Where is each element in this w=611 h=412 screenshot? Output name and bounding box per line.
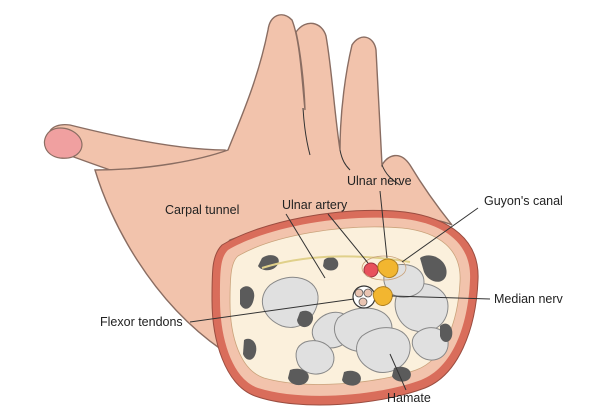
dark-bone [420,255,447,282]
leader-flexor-tendons [189,298,355,323]
finger-crease-1 [302,107,311,156]
leader-lines [189,190,491,391]
label-median-nerve: Median nerv [494,292,564,306]
dark-bone [288,368,309,386]
ulnar-nerve [377,258,399,279]
carpal-bone [411,327,449,361]
dark-bone [342,370,361,386]
label-flexor-tendons: Flexor tendons [100,315,183,329]
leader-hamate [389,353,407,391]
flexor-tendon [363,288,373,298]
hamate-bone [356,327,411,373]
dark-bone [297,310,314,328]
leader-guyons-canal [401,207,479,263]
finger-crease-3 [381,164,401,186]
dark-bone [258,255,279,271]
label-guyons-canal: Guyon's canal [484,194,563,208]
dark-bone [323,257,339,271]
wrist-cross-section [211,209,479,406]
carpal-bone [295,340,335,375]
dark-bone [240,286,255,309]
thumb-nail [43,127,83,159]
labels: Carpal tunnel Ulnar artery Ulnar nerve G… [100,174,564,405]
dark-bone [243,338,257,360]
median-nerve [372,286,393,306]
flexor-tendon [354,288,364,298]
dark-bone [392,366,411,382]
leader-carpal-tunnel [285,213,326,279]
ulnar-artery [363,262,379,278]
flexor-tendons [352,285,376,309]
hand-illustration [43,14,453,352]
flexor-tendon [358,297,368,307]
guyons-canal [361,255,407,281]
finger-crease-2 [339,149,351,171]
dark-bone [440,323,453,342]
label-ulnar-nerve: Ulnar nerve [347,174,412,188]
label-ulnar-artery: Ulnar artery [282,198,348,212]
palm [94,14,453,352]
leader-median-nerve [391,295,491,300]
label-hamate: Hamate [387,391,431,405]
label-carpal-tunnel: Carpal tunnel [165,203,239,217]
leader-ulnar-nerve [379,190,388,259]
leader-ulnar-artery [327,213,369,264]
